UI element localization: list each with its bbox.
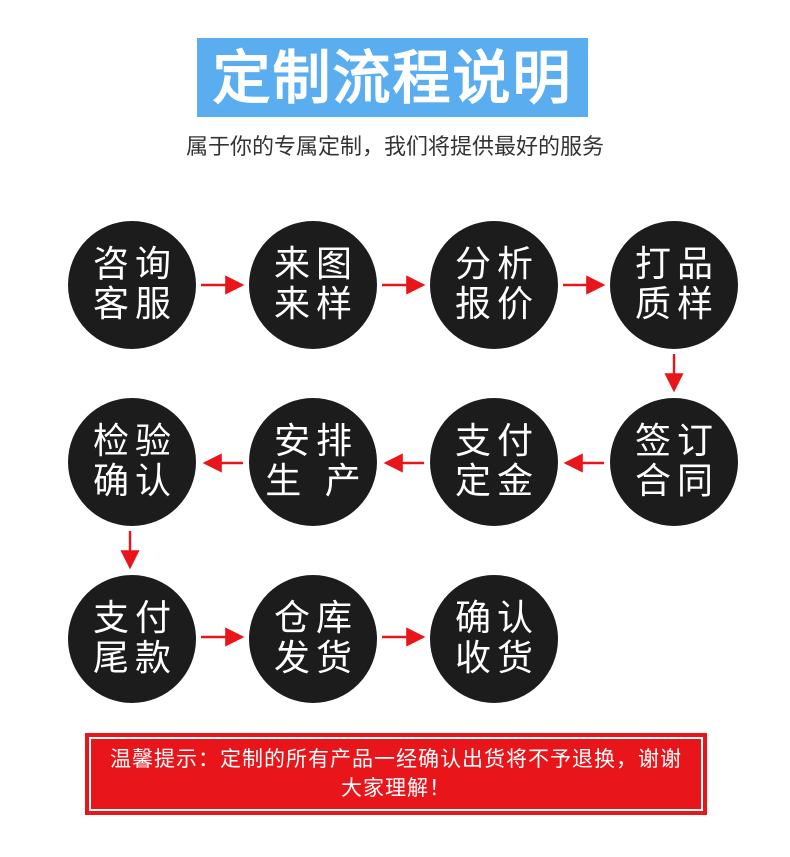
step-label-line1: 签订 [634,421,719,462]
title-banner: 定制流程说明 [197,38,588,117]
step-consult-service: 咨询 客服 [68,221,196,349]
notice-box: 温馨提示：定制的所有产品一经确认出货将不予退换，谢谢大家理解！ [85,733,707,815]
page-title: 定制流程说明 [212,43,573,112]
step-sign-contract: 签订 合同 [610,398,738,526]
step-label-line1: 检验 [92,421,177,462]
notice-text: 温馨提示：定制的所有产品一经确认出货将不予退换，谢谢大家理解！ [110,747,682,800]
step-label-line2: 发货 [273,638,358,679]
step-label-line1: 分析 [454,244,539,285]
step-label-line2: 生 产 [265,461,367,502]
step-label-line2: 合同 [634,461,719,502]
step-label-line1: 确认 [454,598,539,639]
step-inspect-confirm: 检验 确认 [68,398,196,526]
step-label-line2: 收货 [454,638,539,679]
step-pay-balance: 支付 尾款 [68,575,196,703]
step-label-line2: 尾款 [92,638,177,679]
step-label-line2: 来样 [273,284,358,325]
step-make-sample: 打品 质样 [610,221,738,349]
step-label-line2: 定金 [454,461,539,502]
step-pay-deposit: 支付 定金 [430,398,558,526]
step-analysis-quote: 分析 报价 [430,221,558,349]
step-label-line1: 来图 [273,244,358,285]
step-label-line2: 客服 [92,284,177,325]
step-warehouse-ship: 仓库 发货 [249,575,377,703]
step-label-line2: 质样 [634,284,719,325]
page-subtitle: 属于你的专属定制，我们将提供最好的服务 [185,135,604,160]
step-confirm-receipt: 确认 收货 [430,575,558,703]
step-send-design: 来图 来样 [249,221,377,349]
step-label-line1: 支付 [92,598,177,639]
step-label-line2: 确认 [92,461,177,502]
step-label-line1: 仓库 [273,598,358,639]
notice-border: 温馨提示：定制的所有产品一经确认出货将不予退换，谢谢大家理解！ [89,737,703,811]
step-label-line1: 咨询 [92,244,177,285]
step-label-line2: 报价 [454,284,539,325]
step-arrange-production: 安排 生 产 [249,398,377,526]
step-label-line1: 支付 [454,421,539,462]
step-label-line1: 安排 [273,421,358,462]
step-label-line1: 打品 [634,244,719,285]
